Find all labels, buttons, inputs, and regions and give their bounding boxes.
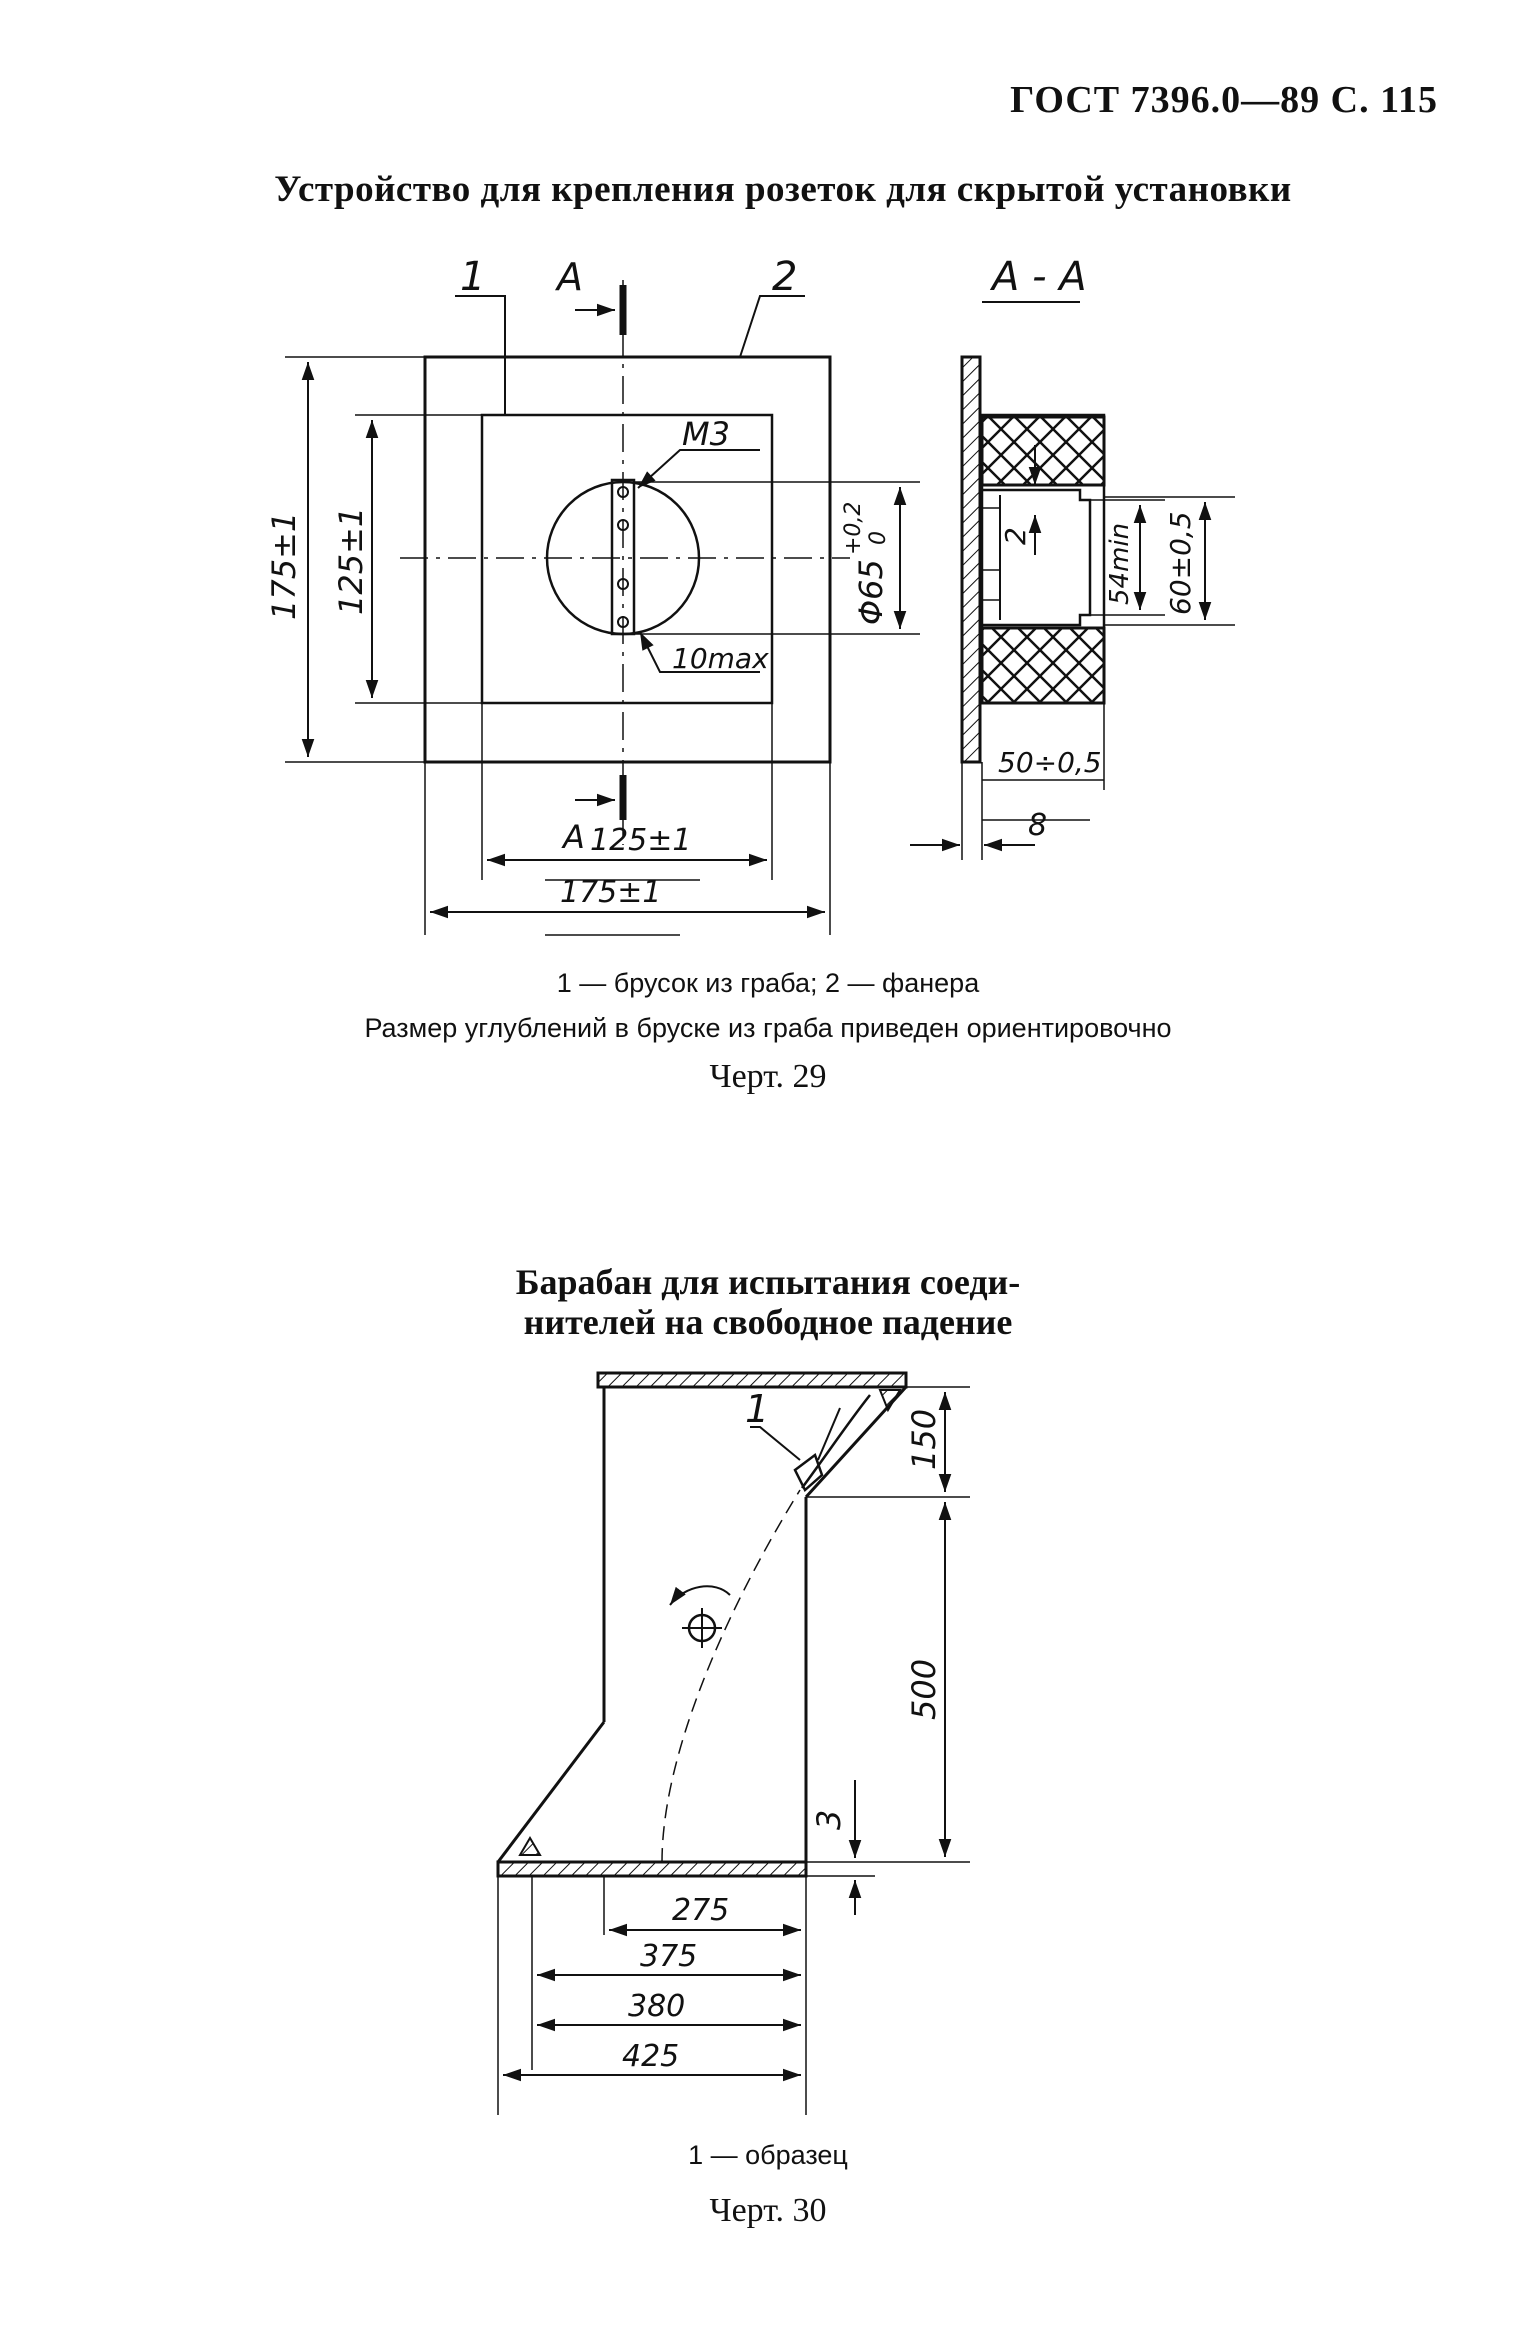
label-section-top: A [554, 255, 583, 299]
dim-w175: 175±1 [560, 875, 661, 910]
figure29-legend: 1 — брусок из граба; 2 — фанера [556, 968, 980, 998]
label-item-2: 2 [772, 254, 797, 300]
dim-dia-tol-plus: +0,2 [841, 502, 866, 555]
label-sample-1: 1 [745, 1387, 769, 1431]
label-thread: M3 [682, 415, 730, 453]
dim-275: 275 [672, 1893, 729, 1928]
dim-150: 150 [905, 1409, 943, 1470]
hornbeam-bottom [980, 626, 1106, 705]
figure29-title: Устройство для крепления розеток для скр… [274, 169, 1292, 210]
dim-d50: 50÷0,5 [998, 746, 1102, 779]
dim-d8: 8 [1028, 808, 1047, 843]
dim-380: 380 [628, 1989, 685, 2024]
fig30-labels: 1 150 500 3 275 375 380 425 [622, 1387, 943, 2074]
top-plate [596, 1371, 908, 1389]
dim-dia65: Φ65 [852, 559, 890, 625]
dim-3: 3 [810, 1810, 848, 1830]
fig30-drum-view [496, 1371, 970, 2115]
fig29-front-labels: 1 A 2 M3 10max A 125±1 175±1 175±1 125±1… [265, 254, 891, 910]
dim-h175: 175±1 [265, 512, 303, 620]
label-10max: 10max [672, 642, 769, 675]
dim-dia-tol-zero: 0 [866, 531, 891, 545]
figure29-note: Размер углублений в бруске из граба прив… [364, 1013, 1172, 1043]
inner-block [480, 413, 774, 705]
bottom-plate [496, 1860, 808, 1878]
figure30-legend: 1 — образец [688, 2140, 848, 2170]
plywood-section [960, 355, 982, 764]
page-header: ГОСТ 7396.0—89 С. 115 [1010, 79, 1438, 121]
dim-d60: 60±0,5 [1164, 511, 1197, 615]
dim-375: 375 [640, 1939, 697, 1974]
dim-w125: 125±1 [590, 823, 691, 858]
outer-plywood [423, 355, 832, 764]
figure29-number: Черт. 29 [709, 1058, 827, 1095]
fig29-front-view [285, 280, 920, 936]
label-section-bottom: A [561, 818, 585, 856]
dim-d54: 54min [1105, 523, 1135, 605]
dim-h125: 125±1 [332, 507, 370, 615]
dim-d2: 2 [999, 527, 1032, 545]
label-item-1: 1 [460, 254, 485, 300]
fig29-section-view [910, 301, 1235, 860]
figure30-number: Черт. 30 [709, 2192, 827, 2229]
dim-500: 500 [905, 1659, 943, 1720]
figure30-title-line1: Барабан для испытания соеди- [515, 1262, 1021, 1302]
figure30-title-line2: нителей на свободное падение [523, 1302, 1013, 1342]
section-title: A - A [989, 254, 1087, 300]
figure30-title: Барабан для испытания соеди- нителей на … [0, 1262, 1536, 1342]
dim-425: 425 [622, 2039, 679, 2074]
fig29-section-labels: A - A 2 54min 60±0,5 50÷0,5 8 [989, 254, 1197, 843]
hornbeam-top [980, 415, 1106, 487]
